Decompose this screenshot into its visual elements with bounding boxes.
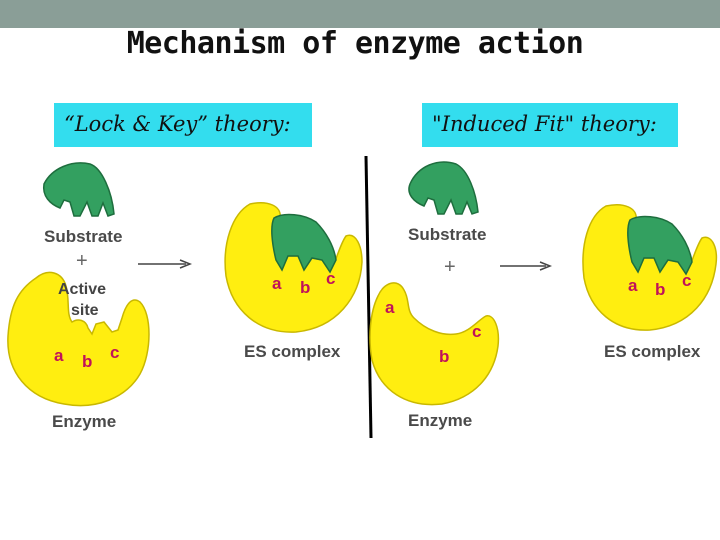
induced-fit-es-site-a: a (628, 276, 638, 295)
lock-key-enzyme-label: Enzyme (52, 412, 117, 431)
active-site-label: Active (58, 281, 107, 298)
induced-fit-site-b: b (439, 347, 450, 366)
page-title: Mechanism of enzyme action (126, 26, 584, 61)
divider-line (364, 155, 373, 439)
lock-key-enzyme (7, 271, 150, 407)
induced-fit-es-site-c: c (682, 271, 692, 290)
lock-key-plus: + (76, 250, 88, 272)
lock-key-substrate (42, 162, 115, 217)
lock-key-es-site-b: b (300, 278, 311, 297)
lock-key-substrate-label: Substrate (44, 227, 123, 246)
lock-key-heading: “Lock & Key” theory: (54, 103, 312, 147)
induced-fit-heading: "Induced Fit" theory: (422, 103, 678, 147)
induced-fit-enzyme (369, 282, 500, 406)
induced-fit-es-substrate (627, 215, 693, 276)
lock-key-es-substrate (271, 213, 337, 274)
induced-fit-site-c: c (472, 322, 482, 341)
lock-key-site-c: c (110, 343, 120, 362)
top-bar (0, 0, 720, 28)
induced-fit-substrate-label: Substrate (408, 225, 487, 244)
site-label: site (71, 302, 99, 319)
induced-fit-es-site-b: b (655, 280, 666, 299)
induced-fit-enzyme-label: Enzyme (408, 411, 473, 430)
induced-fit-es-complex-label: ES complex (604, 342, 701, 361)
lock-key-site-a: a (54, 346, 64, 365)
induced-fit-site-a: a (385, 298, 395, 317)
lock-key-es-site-c: c (326, 269, 336, 288)
induced-fit-substrate (408, 161, 479, 215)
lock-key-es-site-a: a (272, 274, 282, 293)
lock-key-site-b: b (82, 352, 93, 371)
lock-key-es-complex-label: ES complex (244, 342, 341, 361)
induced-fit-plus: + (444, 256, 456, 278)
